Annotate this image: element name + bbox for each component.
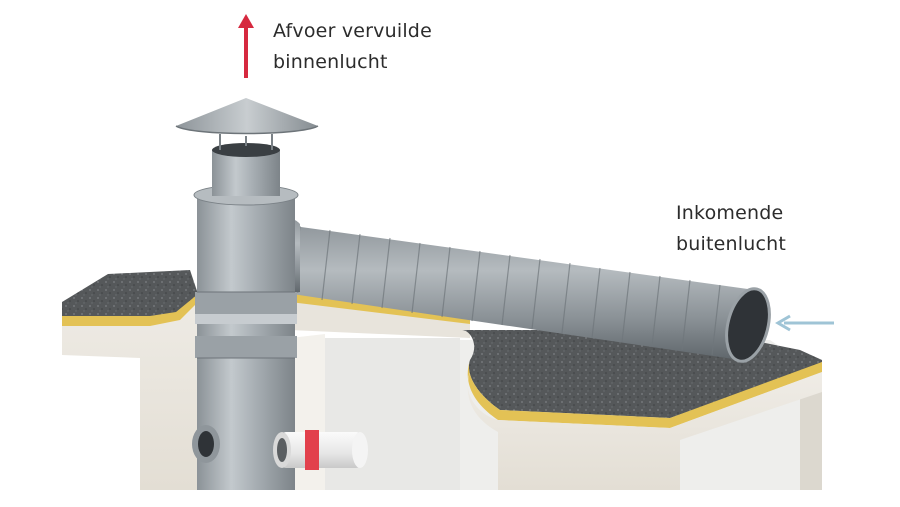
roof-left xyxy=(62,270,200,490)
condensate-pipe xyxy=(273,430,368,470)
intake-label-line1: Inkomende xyxy=(676,202,784,224)
exhaust-label-line1: Afvoer vervuilde xyxy=(273,20,432,42)
exhaust-arrow xyxy=(238,14,254,78)
exhaust-label: Afvoer vervuilde binnenlucht xyxy=(273,16,432,78)
intake-duct-opening xyxy=(726,288,770,362)
chimney xyxy=(192,143,299,490)
intake-label: Inkomende buitenlucht xyxy=(676,198,786,260)
intake-arrow xyxy=(775,314,834,332)
exhaust-label-line2: binnenlucht xyxy=(273,51,388,73)
rain-cap xyxy=(175,98,319,150)
intake-label-line2: buitenlucht xyxy=(676,233,787,255)
